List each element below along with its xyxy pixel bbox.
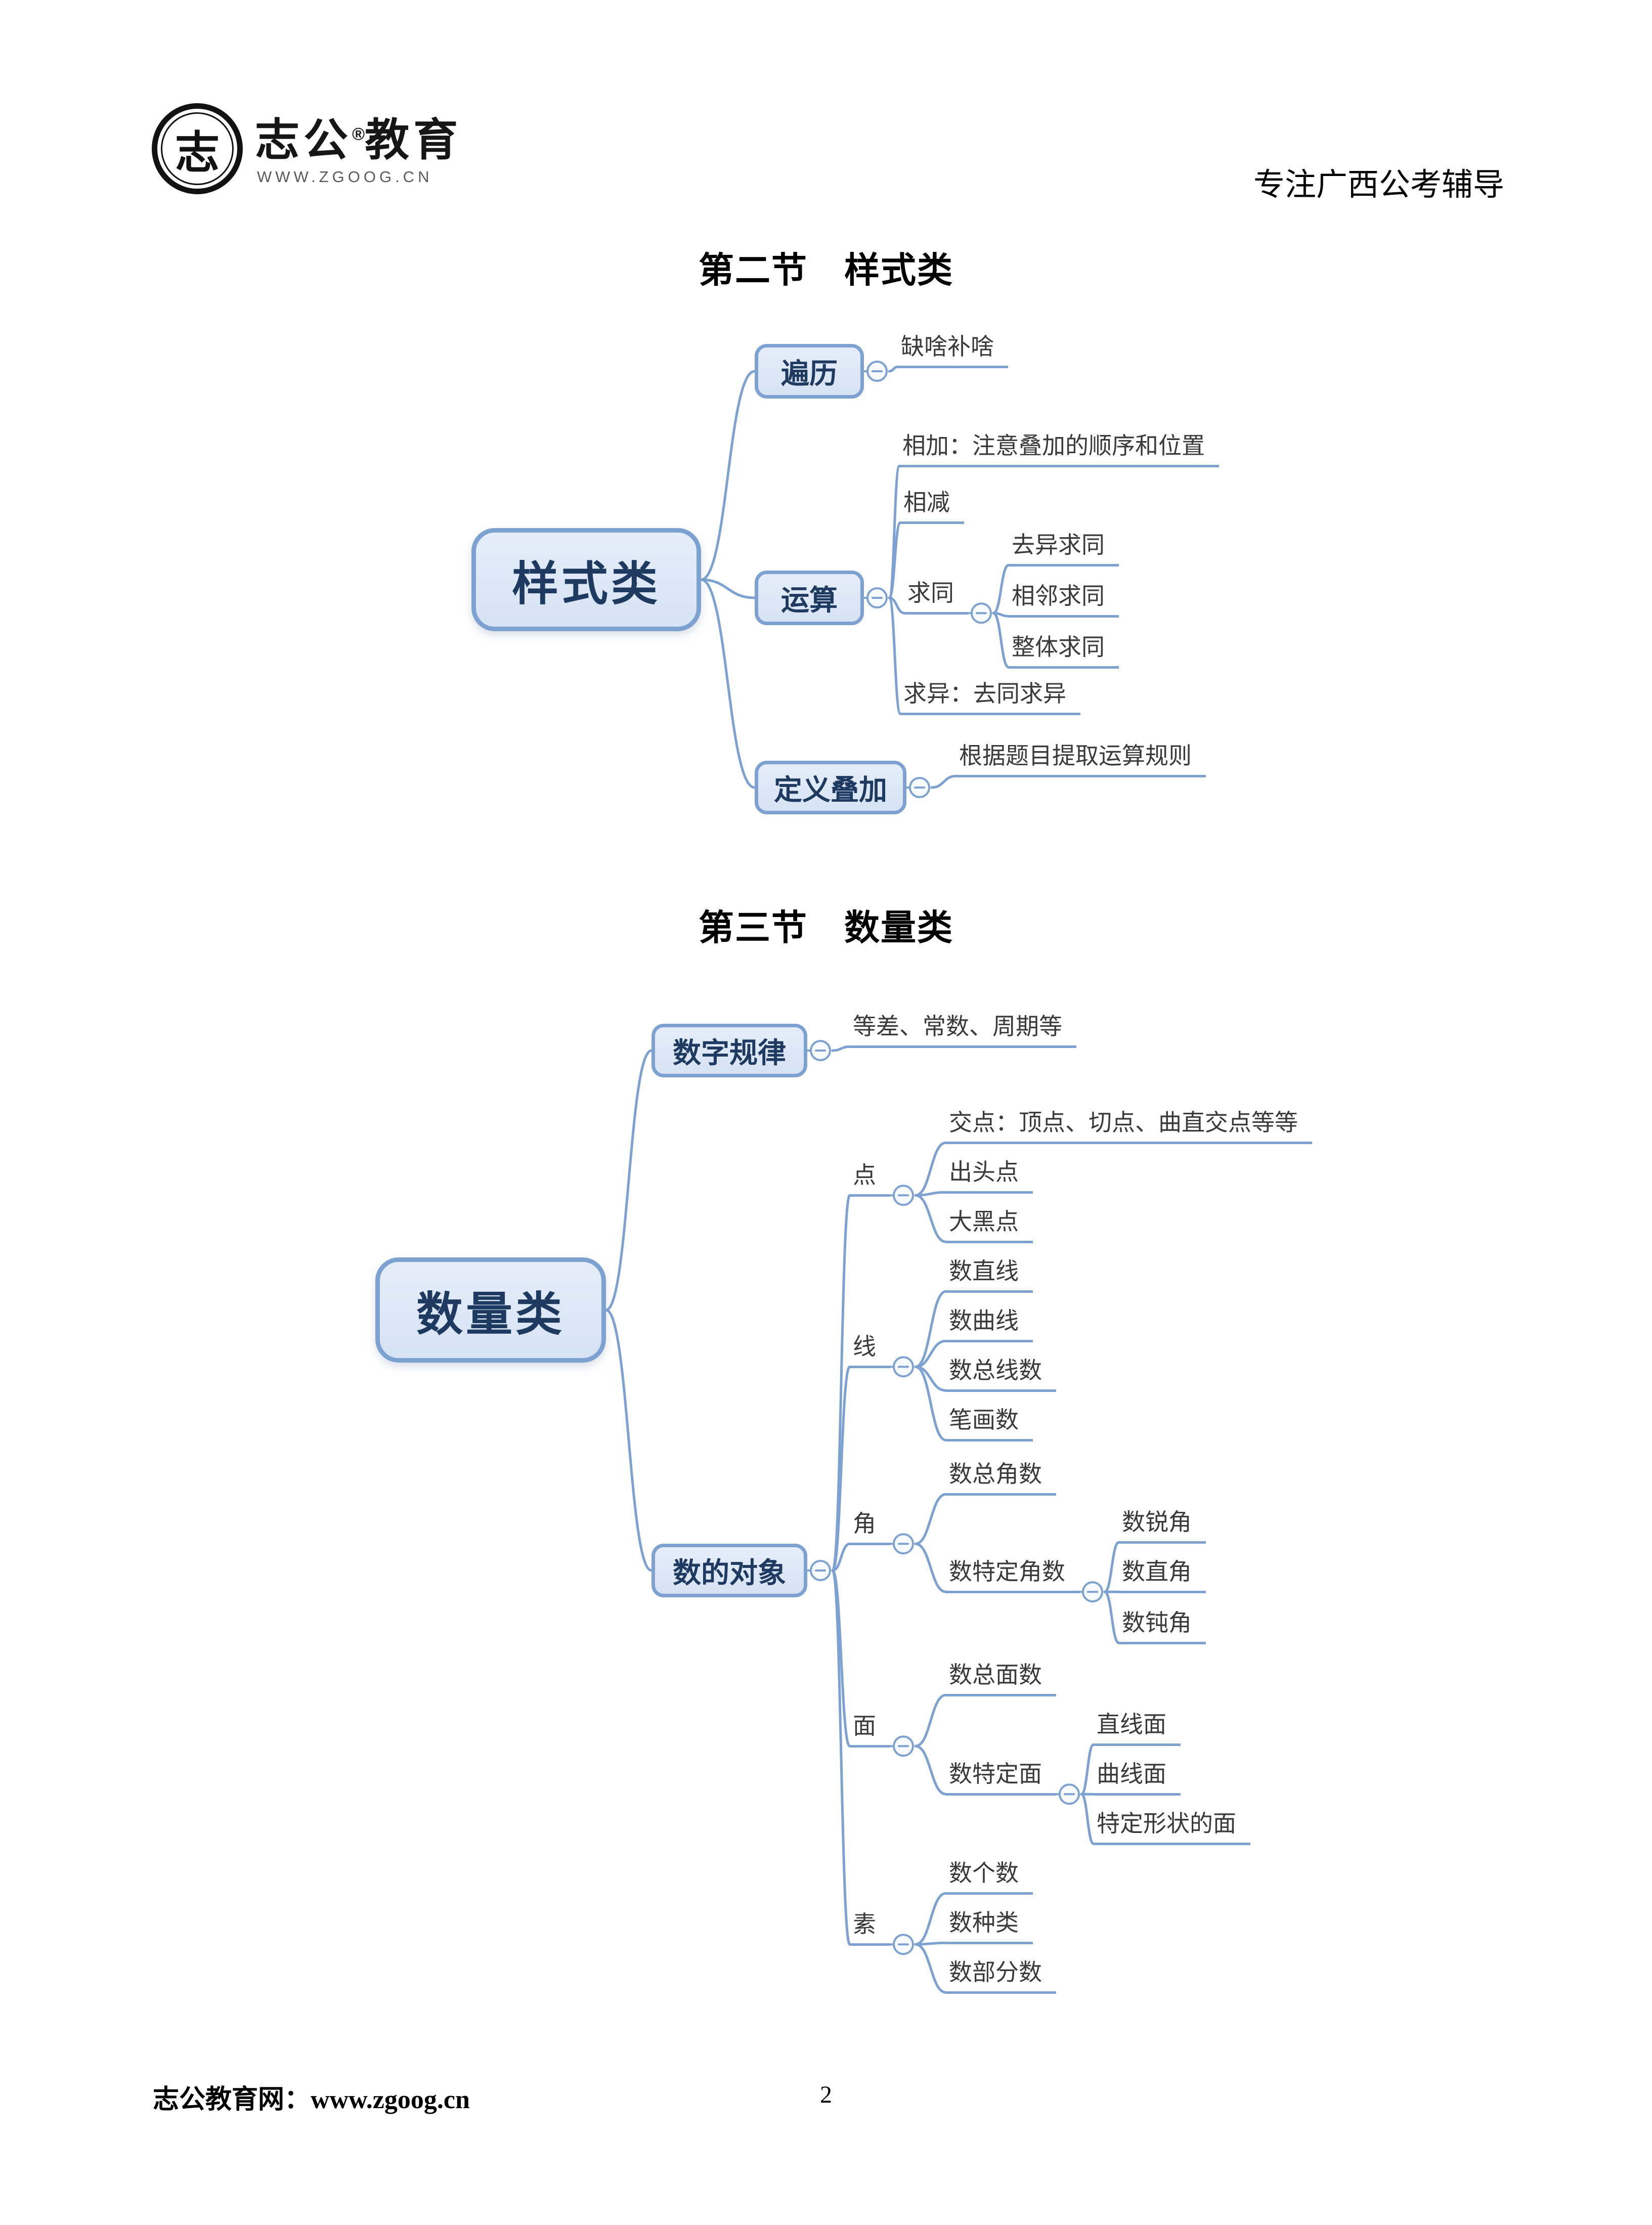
zhigong-seal-logo-icon: 志	[152, 103, 243, 194]
leaf-dian: 点	[850, 1160, 890, 1197]
leaf-shu-zhonglei: 数种类	[946, 1908, 1033, 1945]
leaf-shu-ruijiao: 数锐角	[1119, 1507, 1206, 1544]
leaf-shu-tedingjiaoshu: 数特定角数	[946, 1557, 1079, 1594]
section-3-title: 第三节 数量类	[699, 909, 953, 948]
footer-site-label: 志公教育网：www.zgoog.cn	[153, 2085, 470, 2114]
brand-name: 志公®教育	[255, 104, 462, 168]
leaf-shu-zongxianshu: 数总线数	[946, 1356, 1056, 1392]
seal-character: 志	[175, 128, 220, 178]
section-2-title: 第二节 样式类	[699, 251, 953, 290]
brand-name-left: 志公	[255, 115, 353, 165]
leaf-shu-zongmianshu: 数总面数	[946, 1660, 1056, 1697]
node-yunsuan: 运算	[755, 571, 864, 625]
leaf-bihuashu: 笔画数	[946, 1405, 1033, 1442]
page-number: 2	[820, 2081, 832, 2108]
leaf-shu-quxian: 数曲线	[946, 1306, 1033, 1343]
registered-trademark-icon: ®	[352, 124, 365, 144]
leaf-jiaodian: 交点：顶点、切点、曲直交点等等	[946, 1108, 1312, 1145]
leaf-shu-geshu: 数个数	[946, 1858, 1033, 1895]
leaf-xian: 线	[850, 1332, 890, 1369]
leaf-qiutong: 求同	[904, 578, 968, 615]
leaf-xianglin-qiutong: 相邻求同	[1009, 581, 1119, 618]
leaf-daheidian: 大黑点	[946, 1207, 1033, 1244]
node-yangshilei-root: 样式类	[471, 528, 701, 631]
leaf-quyi-qiutong: 去异求同	[1009, 530, 1119, 567]
brand-website-text: WWW.ZGOOG.CN	[257, 168, 433, 186]
leaf-su: 素	[850, 1909, 890, 1946]
leaf-zhengti-qiutong: 整体求同	[1009, 632, 1119, 669]
leaf-shu-tedingmian: 数特定面	[946, 1759, 1056, 1796]
leaf-xiangjia: 相加：注意叠加的顺序和位置	[899, 431, 1219, 468]
leaf-xiangjian: 相减	[900, 488, 964, 525]
leaf-quxianmian: 曲线面	[1094, 1759, 1181, 1796]
leaf-zhixianmian: 直线面	[1094, 1710, 1181, 1747]
leaf-chutoudian: 出头点	[946, 1157, 1033, 1194]
leaf-shu-zhixian: 数直线	[946, 1256, 1033, 1293]
node-dingyi-diejia: 定义叠加	[755, 761, 906, 814]
leaf-jiao: 角	[850, 1509, 890, 1546]
leaf-shu-zhijiao: 数直角	[1119, 1557, 1206, 1594]
leaf-shu-bufenshu: 数部分数	[946, 1957, 1056, 1994]
leaf-dengcha-changshu-zhouqi: 等差、常数、周期等	[850, 1012, 1076, 1049]
leaf-teding-xingzhuang-mian: 特定形状的面	[1094, 1809, 1250, 1846]
leaf-mian: 面	[850, 1711, 890, 1748]
leaf-shu-zongjiaoshu: 数总角数	[946, 1459, 1056, 1496]
leaf-genju-timu-tiqu-guize: 根据题目提取运算规则	[956, 741, 1206, 778]
leaf-shu-dunjiao: 数钝角	[1119, 1608, 1206, 1645]
leaf-quesha-busha: 缺啥补啥	[898, 332, 1008, 369]
leaf-qiuyi: 求异：去同求异	[900, 679, 1080, 716]
node-shude-duixiang: 数的对象	[651, 1544, 807, 1597]
header-tagline: 专注广西公考辅导	[1253, 168, 1504, 202]
brand-name-right: 教育	[365, 115, 462, 165]
node-shulianglei-root: 数量类	[375, 1257, 606, 1363]
node-shuzi-guilv: 数字规律	[651, 1024, 807, 1077]
node-bianli: 遍历	[755, 344, 864, 399]
